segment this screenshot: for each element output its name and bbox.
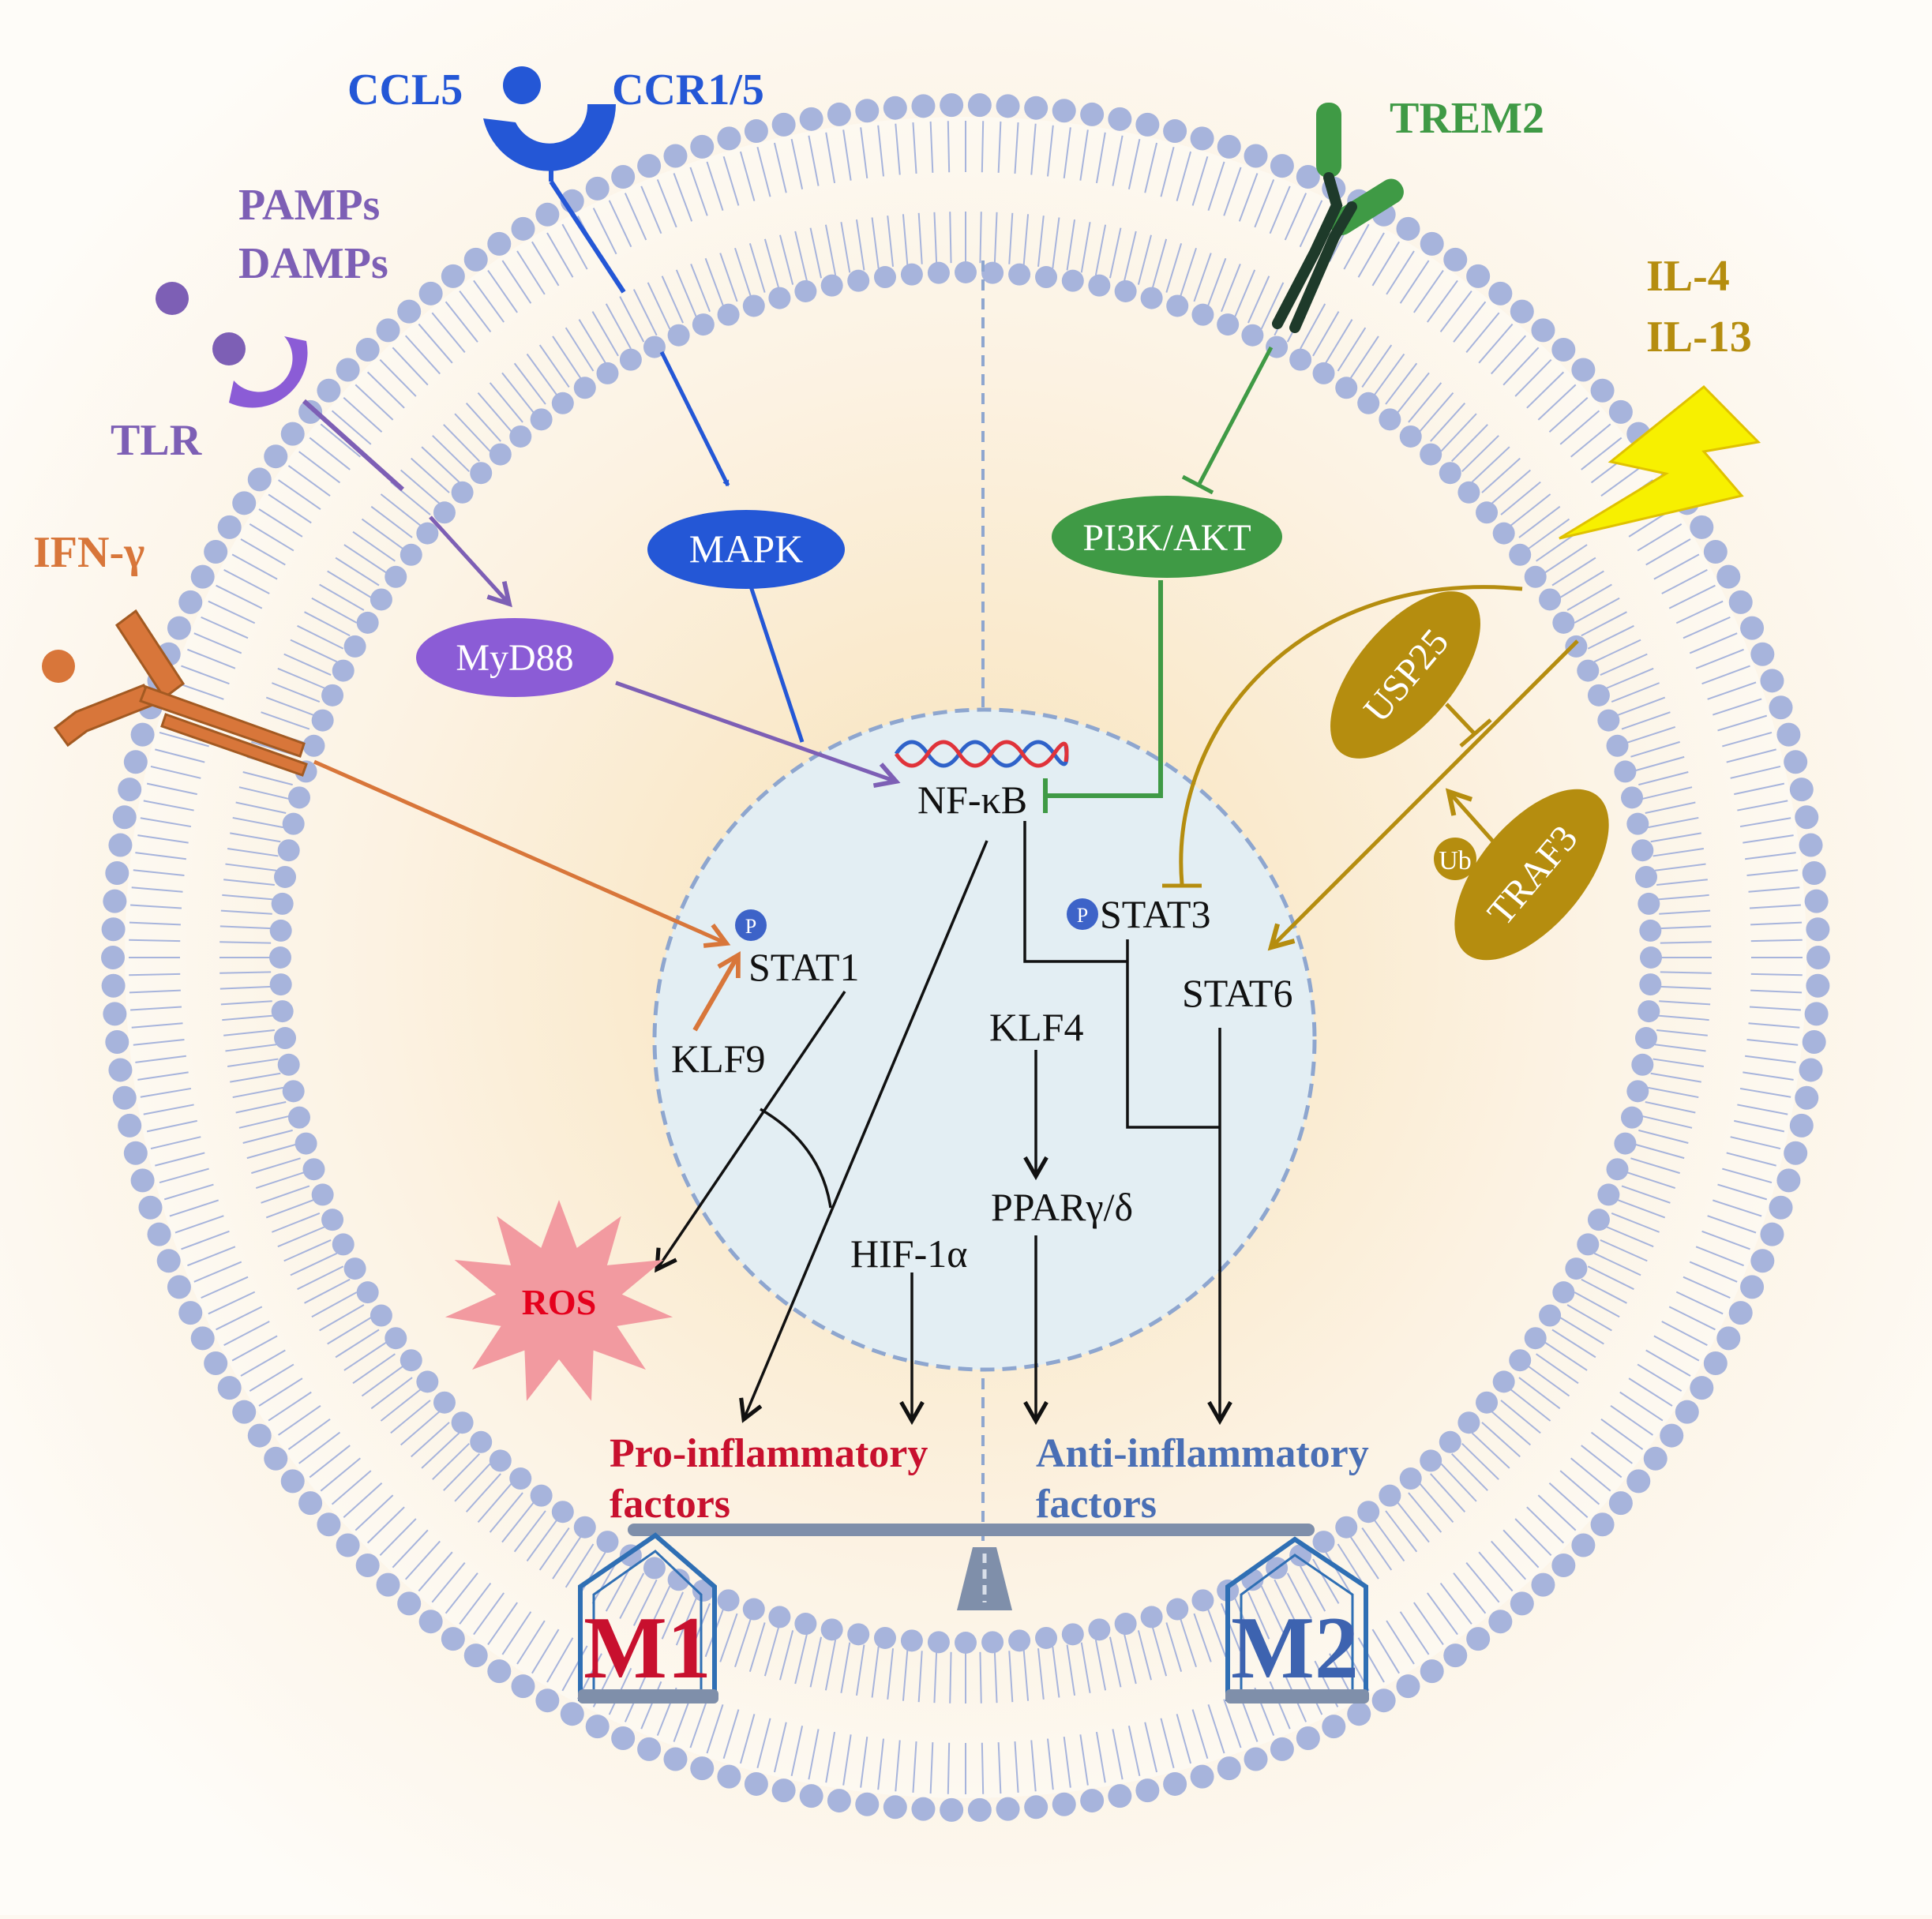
- pamps-label: PAMPs: [238, 181, 380, 230]
- dna-helix-icon: [894, 740, 1069, 768]
- klf9-to-stat1-arrow: [692, 950, 741, 1032]
- lightning-bolt-icon: [1559, 384, 1761, 540]
- ub-label: Ub: [1439, 846, 1472, 875]
- ifn-ligand-icon: [42, 650, 75, 683]
- damps-label: DAMPs: [238, 239, 388, 288]
- tlr-label: TLR: [111, 416, 202, 465]
- m2-label: M2: [1231, 1599, 1359, 1697]
- klf4-label: KLF4: [989, 1005, 1083, 1049]
- stat1-to-ros-arrow: [655, 991, 846, 1273]
- ccl5-label: CCL5: [347, 66, 463, 114]
- trem2-to-pi3k-inhibit: [1196, 346, 1274, 487]
- ifn-receptor-icon: [53, 609, 308, 777]
- stat1-phospho-icon: P: [735, 909, 767, 941]
- tlr-to-myd88-arrow: [429, 515, 512, 608]
- nfkb-to-pro-arrow: [739, 840, 989, 1423]
- stat1-p-label: P: [745, 915, 756, 938]
- lipid-heads: [101, 93, 1830, 1822]
- usp25-inhibit-bar: [1459, 718, 1492, 748]
- m1-house-icon: M1: [578, 1532, 718, 1703]
- pi3k-label: PI3K/AKT: [1082, 517, 1251, 559]
- stat6-label: STAT6: [1182, 971, 1292, 1015]
- il13-label: IL-13: [1646, 313, 1752, 362]
- stat1-label: STAT1: [748, 945, 859, 989]
- lipid-tails: [129, 121, 1803, 1794]
- balance-scale-icon: [628, 1524, 1315, 1610]
- myd88-node: [416, 618, 613, 697]
- ccr-receptor-icon: [483, 104, 626, 294]
- trem2-label: TREM2: [1390, 94, 1544, 143]
- ubiquitin-badge-icon: Ub: [1434, 838, 1476, 880]
- pamps-ligand-icon: [156, 282, 189, 315]
- ifn-label: IFN-γ: [33, 528, 144, 577]
- trem2-receptor-icon: [1272, 103, 1404, 333]
- anti-factors-label: factors: [1036, 1482, 1157, 1527]
- usp25-inhibit-line: [1445, 703, 1476, 736]
- il4-label: IL-4: [1646, 252, 1730, 301]
- ros-burst-icon: ROS: [445, 1200, 673, 1401]
- nucleus: [652, 707, 1317, 1372]
- klf9-label: KLF9: [671, 1036, 765, 1081]
- stat3-p-label: P: [1077, 904, 1088, 927]
- ros-label: ROS: [522, 1282, 597, 1322]
- ccr-to-mapk-arrow: [659, 350, 730, 487]
- stat3-phospho-icon: P: [1067, 898, 1098, 930]
- mapk-label: MAPK: [689, 527, 803, 571]
- tlr-receptor-icon: [229, 336, 405, 492]
- pro-factors-label: factors: [610, 1482, 730, 1527]
- stat3-stat6-bracket: [1126, 939, 1220, 1129]
- synergy-arc: [760, 1108, 832, 1209]
- ppar-label: PPARγ/δ: [991, 1185, 1133, 1229]
- pi3k-node: [1052, 496, 1282, 578]
- myd88-label: MyD88: [456, 637, 573, 679]
- nfkb-label: NF-κB: [917, 778, 1027, 822]
- stat3-label: STAT3: [1100, 892, 1210, 936]
- nfkb-stat3-bracket: [1023, 821, 1127, 963]
- il4-to-stat3-inhibit: [1179, 585, 1523, 885]
- ccl5-ligand-icon: [503, 66, 541, 104]
- hif-label: HIF-1α: [850, 1231, 967, 1276]
- trem2-inhibit-bar: [1181, 474, 1214, 495]
- mapk-to-nfkb-line: [748, 583, 805, 743]
- m2-house-icon: M2: [1225, 1536, 1369, 1703]
- mapk-node: [647, 510, 845, 589]
- cell-membrane: [101, 93, 1830, 1822]
- pro-inflammatory-label: Pro-inflammatory: [610, 1431, 928, 1476]
- damps-ligand-icon: [212, 332, 246, 365]
- il4-to-stat6-arrow: [1267, 639, 1579, 951]
- m1-label: M1: [583, 1599, 711, 1697]
- ccr-label: CCR1/5: [612, 66, 764, 114]
- ifn-to-stat1-arrow: [313, 759, 731, 948]
- traf3-node: TRAF3: [1454, 789, 1609, 961]
- anti-inflammatory-label: Anti-inflammatory: [1036, 1431, 1369, 1476]
- pi3k-to-nfkb-inhibit: [1047, 580, 1163, 798]
- myd88-to-nfkb-arrow: [615, 680, 901, 789]
